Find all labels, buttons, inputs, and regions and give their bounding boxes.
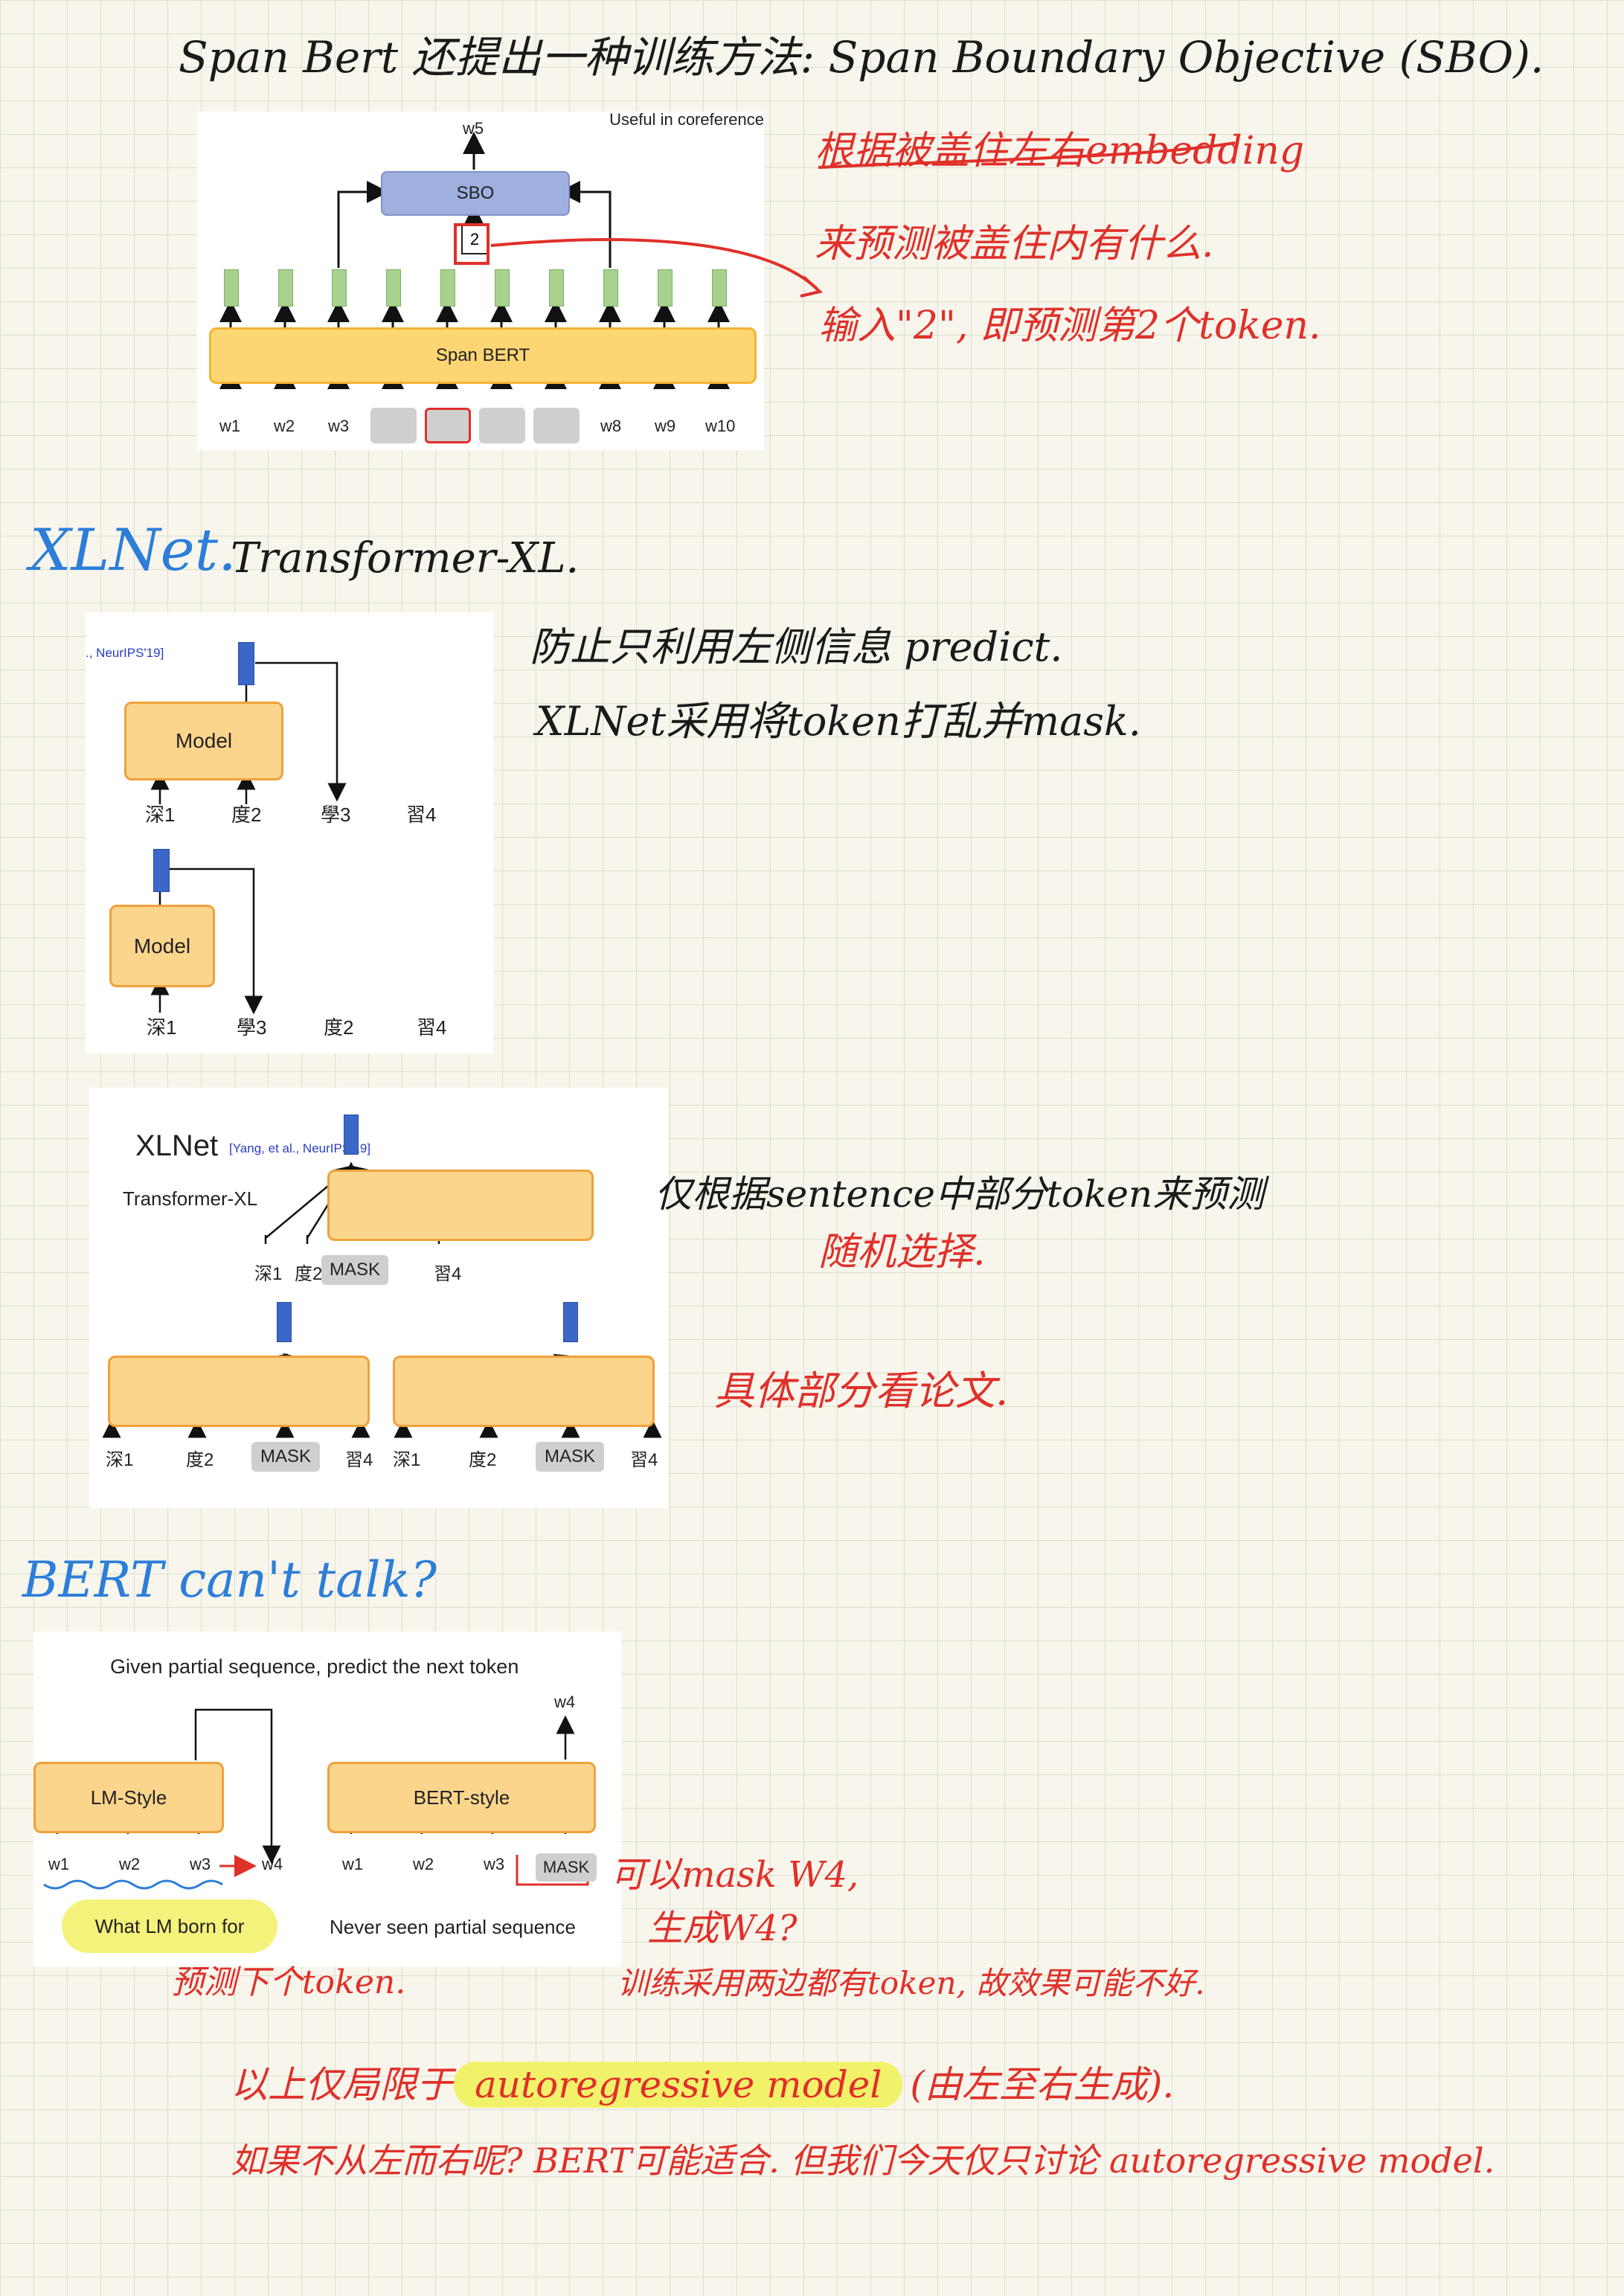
span-bert-block: Span BERT [209, 327, 757, 384]
left-token-2: 度2 [186, 1450, 214, 1470]
lm-token-4: w4 [262, 1855, 283, 1873]
lm-caption: What LM born for [94, 1914, 245, 1937]
position-box: 2 [461, 225, 488, 254]
input-w9: w9 [655, 417, 676, 435]
xlnet-mask-figure: XLNet [Yang, et al., NeurIPS'19] Transfo… [89, 1088, 668, 1508]
output-vector-bottom [153, 849, 170, 892]
conclusion-line-2: 如果不从左而右呢? BERT可能适合. 但我们今天仅只讨论 autoregres… [231, 2141, 1495, 2181]
mask-label: MASK [329, 1260, 380, 1280]
bert-talk-heading: BERT can't talk? [22, 1551, 437, 1609]
input-w10: w10 [705, 417, 736, 435]
spanbert-figure: Useful in coreference w5 [197, 110, 764, 450]
bert-style-label: BERT-style [413, 1786, 510, 1809]
xlnet-mask-note-2: 随机选择. [818, 1230, 986, 1274]
conclusion-suffix: (由左至右生成). [910, 2063, 1175, 2106]
w4-output: w4 [554, 1693, 576, 1711]
left-mask-token: MASK [251, 1442, 320, 1472]
top-output-vector [344, 1115, 359, 1155]
row1-token-3: 學3 [321, 804, 351, 826]
right-token-2: 度2 [469, 1450, 497, 1470]
right-token-1: 深1 [393, 1450, 421, 1470]
spanbert-caption: Useful in coreference [609, 110, 764, 129]
xlnet-mask-note-3: 具体部分看论文. [714, 1367, 1009, 1414]
row1-token-4: 習4 [406, 804, 437, 826]
figure-title: Given partial sequence, predict the next… [110, 1655, 519, 1678]
spanbert-heading: Span Bert 还提出一种训练方法: Span Boundary Objec… [179, 32, 1544, 83]
citation: ., NeurIPS'19] [86, 646, 164, 660]
mask-label: MASK [544, 1446, 595, 1466]
input-w1: w1 [219, 417, 241, 435]
right-mask-token: MASK [536, 1442, 604, 1472]
spanbert-note-1: 根据被盖住左右embedding [815, 129, 1305, 173]
row2-token-2: 學3 [237, 1016, 267, 1039]
lm-token-3: w3 [190, 1855, 211, 1873]
top-token-1: 深1 [254, 1264, 283, 1284]
row1-token-1: 深1 [145, 804, 176, 826]
mask-label: MASK [260, 1446, 311, 1466]
xlnet-fig-title: XLNet [135, 1129, 219, 1162]
right-output-vector [563, 1302, 578, 1342]
input-w3: w3 [328, 417, 350, 435]
input-w2: w2 [274, 417, 295, 435]
bert-note-2: 生成W4? [647, 1908, 797, 1949]
bert-style-box: BERT-style [327, 1762, 596, 1833]
model-box-top: Model [124, 702, 283, 780]
sbo-box: SBO [381, 171, 570, 216]
bert-token-1: w1 [342, 1855, 364, 1873]
bert-note-1: 可以mask W4, [610, 1854, 859, 1896]
xlnet-note-2: XLNet采用将token打乱并mask. [536, 698, 1141, 745]
xlnet-fig-subtitle: Transformer-XL [123, 1187, 258, 1210]
row2-token-3: 度2 [324, 1016, 354, 1039]
right-token-4: 習4 [630, 1450, 658, 1470]
conclusion-prefix: 以上仅局限于 [231, 2063, 454, 2106]
lm-vs-bert-figure: Given partial sequence, predict the next… [33, 1632, 621, 1966]
output-vector-top [238, 642, 254, 685]
top-token-4: 習4 [434, 1264, 462, 1284]
row2-token-1: 深1 [147, 1016, 177, 1039]
xlnet-subtitle: Transformer-XL. [231, 534, 580, 583]
xlnet-mask-note-1: 仅根据sentence中部分token来预测 [655, 1173, 1265, 1216]
lm-style-box: LM-Style [33, 1762, 224, 1833]
xlnet-title: XLNet. [30, 517, 237, 584]
span-bert-label: Span BERT [435, 345, 530, 365]
top-transformer-block [327, 1170, 594, 1241]
xlnet-permutation-figure: ., NeurIPS'19] Model 深1 度2 學3 習4 Model 深… [86, 612, 493, 1054]
autoregressive-highlight: autoregressive model [454, 2062, 903, 2108]
spanbert-note-2: 来预测被盖住内有什么. [815, 222, 1214, 266]
left-transformer-block [108, 1356, 370, 1427]
top-token-2: 度2 [295, 1264, 323, 1284]
xlnet-permutation-arrows [150, 661, 347, 1015]
left-token-4: 習4 [345, 1450, 373, 1470]
lm-token-2: w2 [119, 1855, 141, 1873]
spanbert-note-3: 输入"2", 即预测第2个token. [818, 304, 1321, 348]
lm-note: 预测下个token. [171, 1963, 406, 2001]
mask-label: MASK [542, 1858, 590, 1876]
sbo-label: SBO [456, 183, 495, 203]
xlnet-fig-citation: [Yang, et al., NeurIPS'19] [229, 1141, 371, 1155]
bert-token-3: w3 [484, 1855, 505, 1873]
bert-token-2: w2 [413, 1855, 434, 1873]
top-mask-token: MASK [321, 1255, 388, 1285]
row1-token-2: 度2 [231, 804, 262, 826]
model-label-top: Model [175, 729, 233, 752]
right-transformer-block [393, 1356, 655, 1427]
bert-note-3: 训练采用两边都有token, 故效果可能不好. [617, 1965, 1205, 2001]
lm-caption-pill: What LM born for [62, 1899, 277, 1953]
bert-mask-token: MASK [536, 1853, 597, 1882]
model-box-bottom: Model [109, 905, 215, 987]
model-label-bottom: Model [133, 934, 191, 958]
left-token-1: 深1 [106, 1450, 134, 1470]
bert-caption: Never seen partial sequence [330, 1916, 576, 1938]
left-output-vector [277, 1302, 292, 1342]
row2-token-4: 習4 [417, 1016, 447, 1039]
lm-token-1: w1 [48, 1855, 70, 1873]
lm-style-label: LM-Style [90, 1786, 167, 1809]
input-w8: w8 [600, 417, 622, 435]
xlnet-note-1: 防止只利用左侧信息 predict. [530, 623, 1063, 670]
position-label: 2 [469, 230, 480, 248]
